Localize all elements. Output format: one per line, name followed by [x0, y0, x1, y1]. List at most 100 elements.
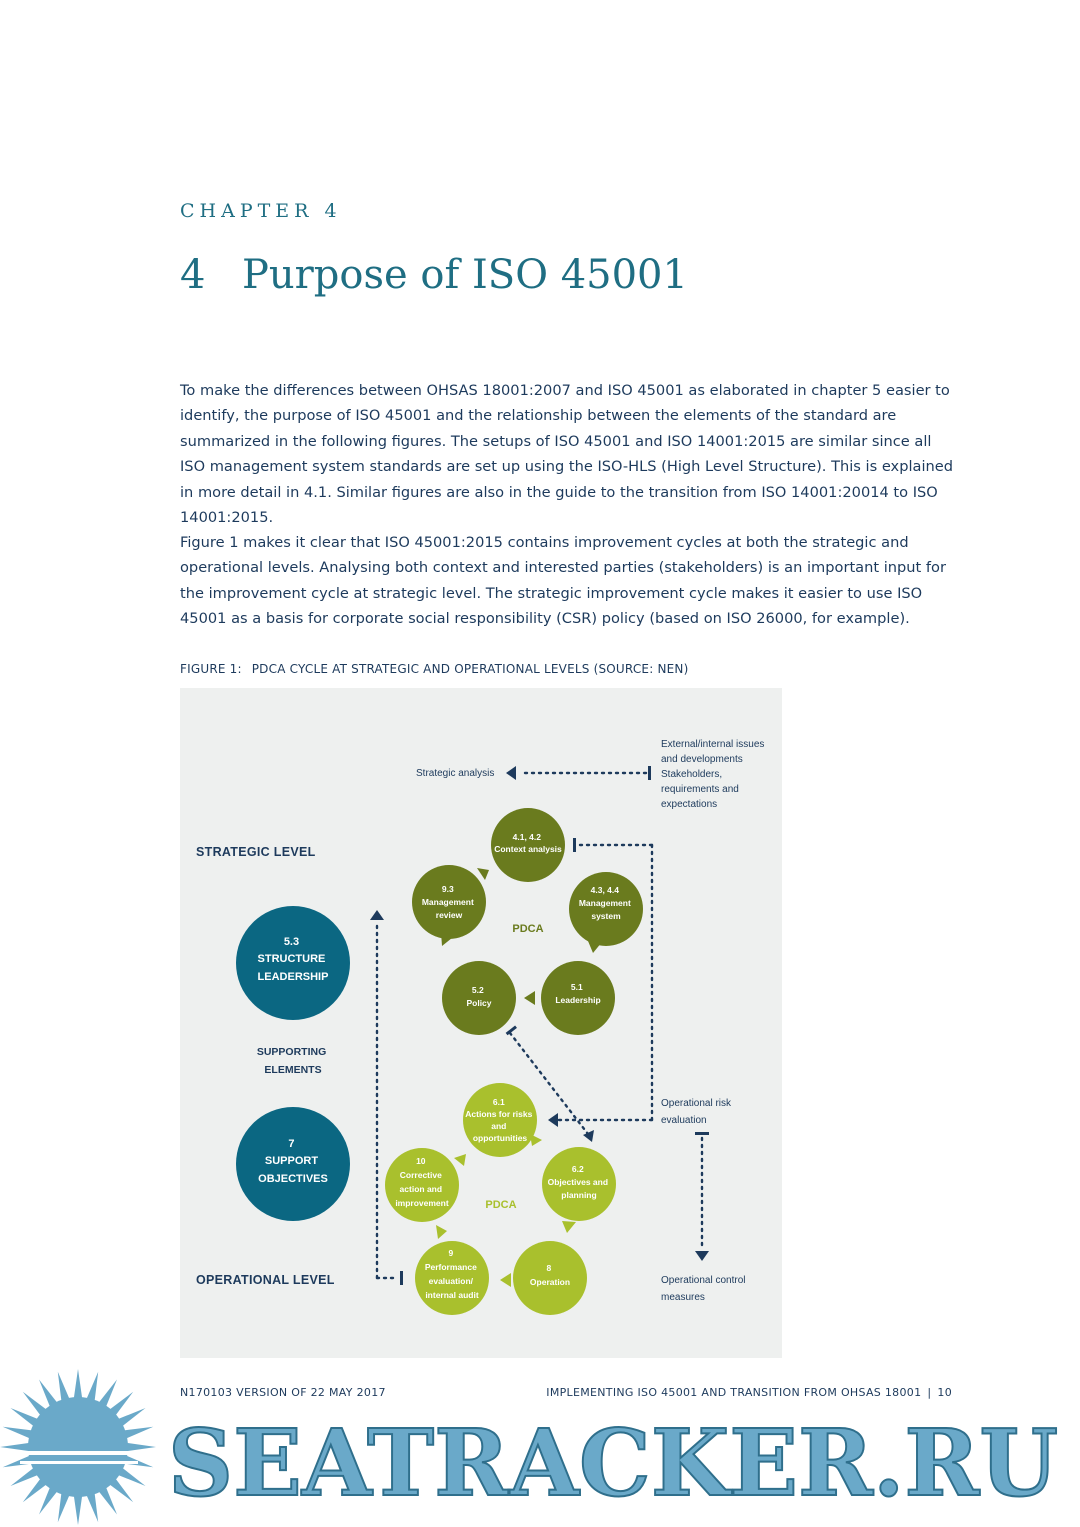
circle-management-review	[412, 865, 486, 939]
chapter-title: Purpose of ISO 45001	[242, 252, 688, 298]
sun-ray	[98, 1379, 117, 1408]
footer-document: IMPLEMENTING ISO 45001 AND TRANSITION FR…	[546, 1386, 952, 1399]
support-circle-objectives	[236, 1107, 350, 1221]
chapter-number: 4	[180, 252, 206, 298]
operational-arrow-1	[530, 1134, 542, 1146]
support-circle-leadership	[236, 906, 350, 1020]
policy-label: 5.2 Policy	[466, 985, 491, 1008]
operational-circles	[385, 1083, 616, 1315]
policy-to-objectives-connector	[508, 1031, 590, 1136]
sun-ray	[123, 1455, 154, 1468]
sun-ray	[117, 1467, 146, 1486]
sun-ray	[22, 1391, 48, 1417]
operational-pdca-label: PDCA	[485, 1199, 516, 1211]
objectives-planning-label: 6.2 Objectives and planning	[548, 1164, 611, 1200]
leadership-label: 5.1 Leadership	[555, 982, 600, 1005]
sun-ray	[86, 1492, 99, 1523]
arrow-strategic-analysis	[506, 766, 516, 780]
circle-performance-evaluation	[415, 1241, 489, 1315]
support-circles	[236, 906, 350, 1221]
sun-ray	[98, 1486, 117, 1515]
supporting-elements-label: SUPPORTING ELEMENTS	[257, 1046, 329, 1076]
intro-paragraph: To make the differences between OHSAS 18…	[180, 382, 953, 527]
figure-caption-text: PDCA CYCLE AT STRATEGIC AND OPERATIONAL …	[251, 662, 689, 676]
sun-ray	[39, 1486, 58, 1515]
sun-ray	[73, 1369, 83, 1400]
sun-ray	[10, 1467, 39, 1486]
operational-arrow-3	[500, 1273, 511, 1287]
strategic-level-label: STRATEGIC LEVEL	[196, 845, 316, 859]
footer-document-title: IMPLEMENTING ISO 45001 AND TRANSITION FR…	[546, 1386, 922, 1399]
strategic-arrow-3	[524, 991, 535, 1005]
chapter-label: CHAPTER 4	[180, 200, 342, 222]
sun-ray	[117, 1408, 146, 1427]
external-issues-note: External/internal issues and development…	[661, 739, 767, 810]
circle-actions-risks	[463, 1083, 537, 1157]
circle-operation	[513, 1241, 587, 1315]
operational-control-note: Operational control measures	[661, 1275, 748, 1303]
sun-ray	[86, 1371, 99, 1402]
footer-version: N170103 VERSION OF 22 MAY 2017	[180, 1386, 386, 1399]
page-title: 4 Purpose of ISO 45001	[180, 252, 688, 298]
strategic-circles	[412, 808, 643, 1035]
arrow-to-strategic	[370, 910, 384, 920]
tick-risk-eval	[695, 1132, 709, 1135]
tick-external	[648, 766, 651, 780]
support-leadership-label: 5.3 STRUCTURE LEADERSHIP	[258, 936, 329, 983]
sun-ray	[57, 1371, 70, 1402]
strategic-arrow-5	[477, 868, 489, 880]
sun-ray	[2, 1455, 33, 1468]
strategic-pdca-label: PDCA	[512, 923, 543, 935]
circle-leadership	[541, 961, 615, 1035]
management-system-label: 4.3, 4.4 Management system	[579, 885, 633, 921]
arrow-risk-to-actions	[548, 1113, 558, 1127]
sun-ray	[57, 1492, 70, 1523]
performance-evaluation-label: 9 Performance evaluation/ internal audit	[425, 1248, 479, 1300]
circle-policy	[442, 961, 516, 1035]
sun-logo-icon	[0, 1369, 156, 1525]
operational-arrow-2	[562, 1221, 576, 1233]
operational-arrow-4	[436, 1225, 447, 1239]
circle-corrective-action	[385, 1148, 459, 1222]
circle-objectives-planning	[542, 1147, 616, 1221]
sun-ray	[2, 1426, 33, 1439]
circle-context-analysis	[491, 808, 565, 882]
operational-cycle-arrows	[436, 1134, 576, 1287]
tick-context	[573, 838, 576, 852]
circle-management-system	[569, 872, 643, 946]
watermark: SEATRACKER.RU	[0, 1369, 1059, 1525]
sun-ray	[0, 1442, 31, 1452]
management-review-label: 9.3 Management review	[422, 884, 476, 920]
sun-ray	[22, 1477, 48, 1503]
operational-level-label: OPERATIONAL LEVEL	[196, 1273, 335, 1287]
arrow-policy-to-objectives	[583, 1130, 594, 1142]
operational-risk-note: Operational risk evaluation	[661, 1098, 734, 1126]
figure-caption-label: FIGURE 1:	[180, 662, 242, 676]
footer-separator: |	[927, 1386, 932, 1399]
strategic-analysis-label: Strategic analysis	[416, 768, 494, 779]
operational-arrow-5	[454, 1154, 466, 1166]
operation-label: 8 Operation	[530, 1263, 570, 1287]
sun-ray	[10, 1408, 39, 1427]
pdca-diagram: 5.3 STRUCTURE LEADERSHIP 7 SUPPORT OBJEC…	[196, 739, 767, 1315]
context-analysis-label: 4.1, 4.2 Context analysis	[494, 832, 562, 854]
tick-operational	[400, 1271, 403, 1285]
sun-ray	[108, 1477, 134, 1503]
sun-ray	[125, 1442, 156, 1452]
sun-ray	[108, 1391, 134, 1417]
pdca-figure: 5.3 STRUCTURE LEADERSHIP 7 SUPPORT OBJEC…	[180, 688, 782, 1358]
arrow-control-measures	[695, 1251, 709, 1261]
sun-ray	[73, 1494, 83, 1525]
corrective-action-label: 10 Corrective action and improvement	[395, 1156, 449, 1208]
support-objectives-label: 7 SUPPORT OBJECTIVES	[258, 1138, 328, 1185]
figure-paragraph: Figure 1 makes it clear that ISO 45001:2…	[180, 534, 946, 628]
actions-risks-label: 6.1 Actions for risks and opportunities	[465, 1097, 534, 1143]
connector-markers	[370, 766, 709, 1285]
connector-lines	[375, 771, 704, 1280]
tick-policy	[505, 1025, 517, 1036]
watermark-text: SEATRACKER.RU	[168, 1409, 1058, 1517]
sun-ray	[123, 1426, 154, 1439]
page-number: 10	[937, 1386, 952, 1399]
sun-ray	[39, 1379, 58, 1408]
figure-caption: FIGURE 1: PDCA CYCLE AT STRATEGIC AND OPE…	[180, 662, 688, 676]
